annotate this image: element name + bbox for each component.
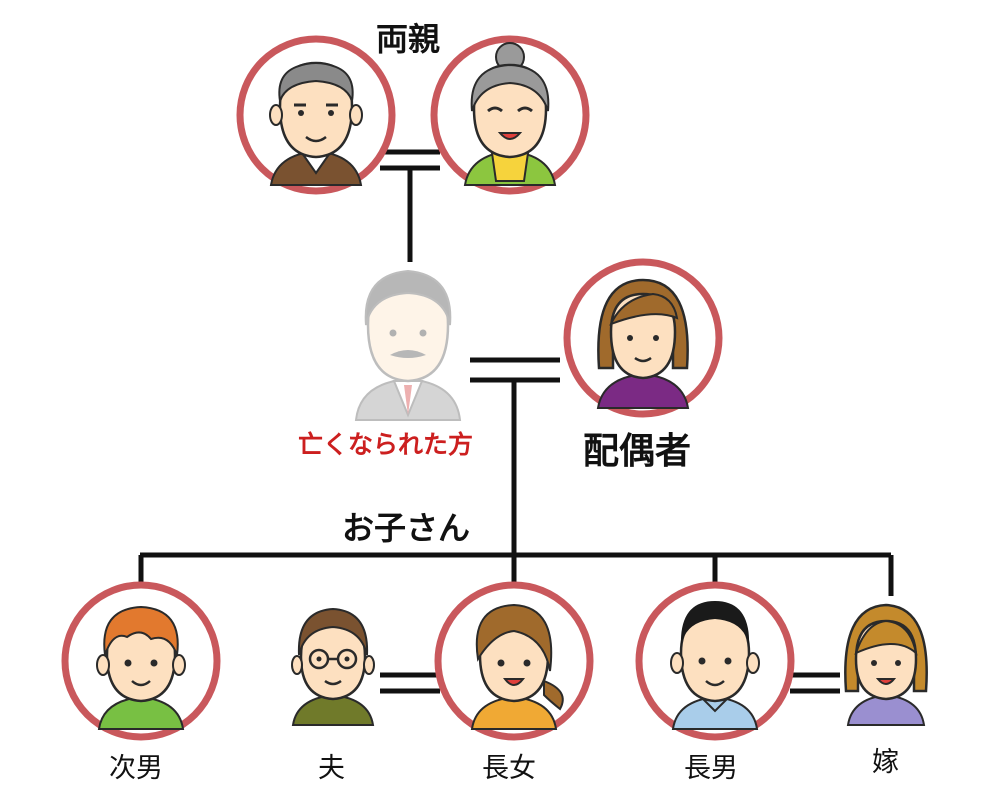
second-son-label: 次男: [109, 753, 163, 784]
eldest-daughter-label: 長女: [482, 753, 536, 784]
woman-icon: [563, 258, 723, 418]
young-woman-icon: [844, 603, 928, 726]
girl-icon: [434, 581, 594, 741]
elderly-man-icon: [236, 35, 396, 195]
children-label: お子さん: [342, 509, 471, 547]
eldest-son-label: 長男: [684, 753, 738, 784]
husband-label: 夫: [318, 753, 345, 784]
deceased-man-icon: [354, 269, 462, 421]
parents-label: 両親: [376, 20, 441, 58]
daughter-in-law-label: 嫁: [872, 747, 899, 778]
deceased-label: 亡くなられた方: [298, 430, 474, 459]
man-icon: [635, 581, 795, 741]
spouse-label: 配偶者: [583, 431, 692, 472]
connector-lines: [138, 149, 894, 694]
man-glasses-icon: [291, 607, 375, 726]
elderly-woman-icon: [430, 35, 590, 195]
boy-icon: [61, 581, 221, 741]
